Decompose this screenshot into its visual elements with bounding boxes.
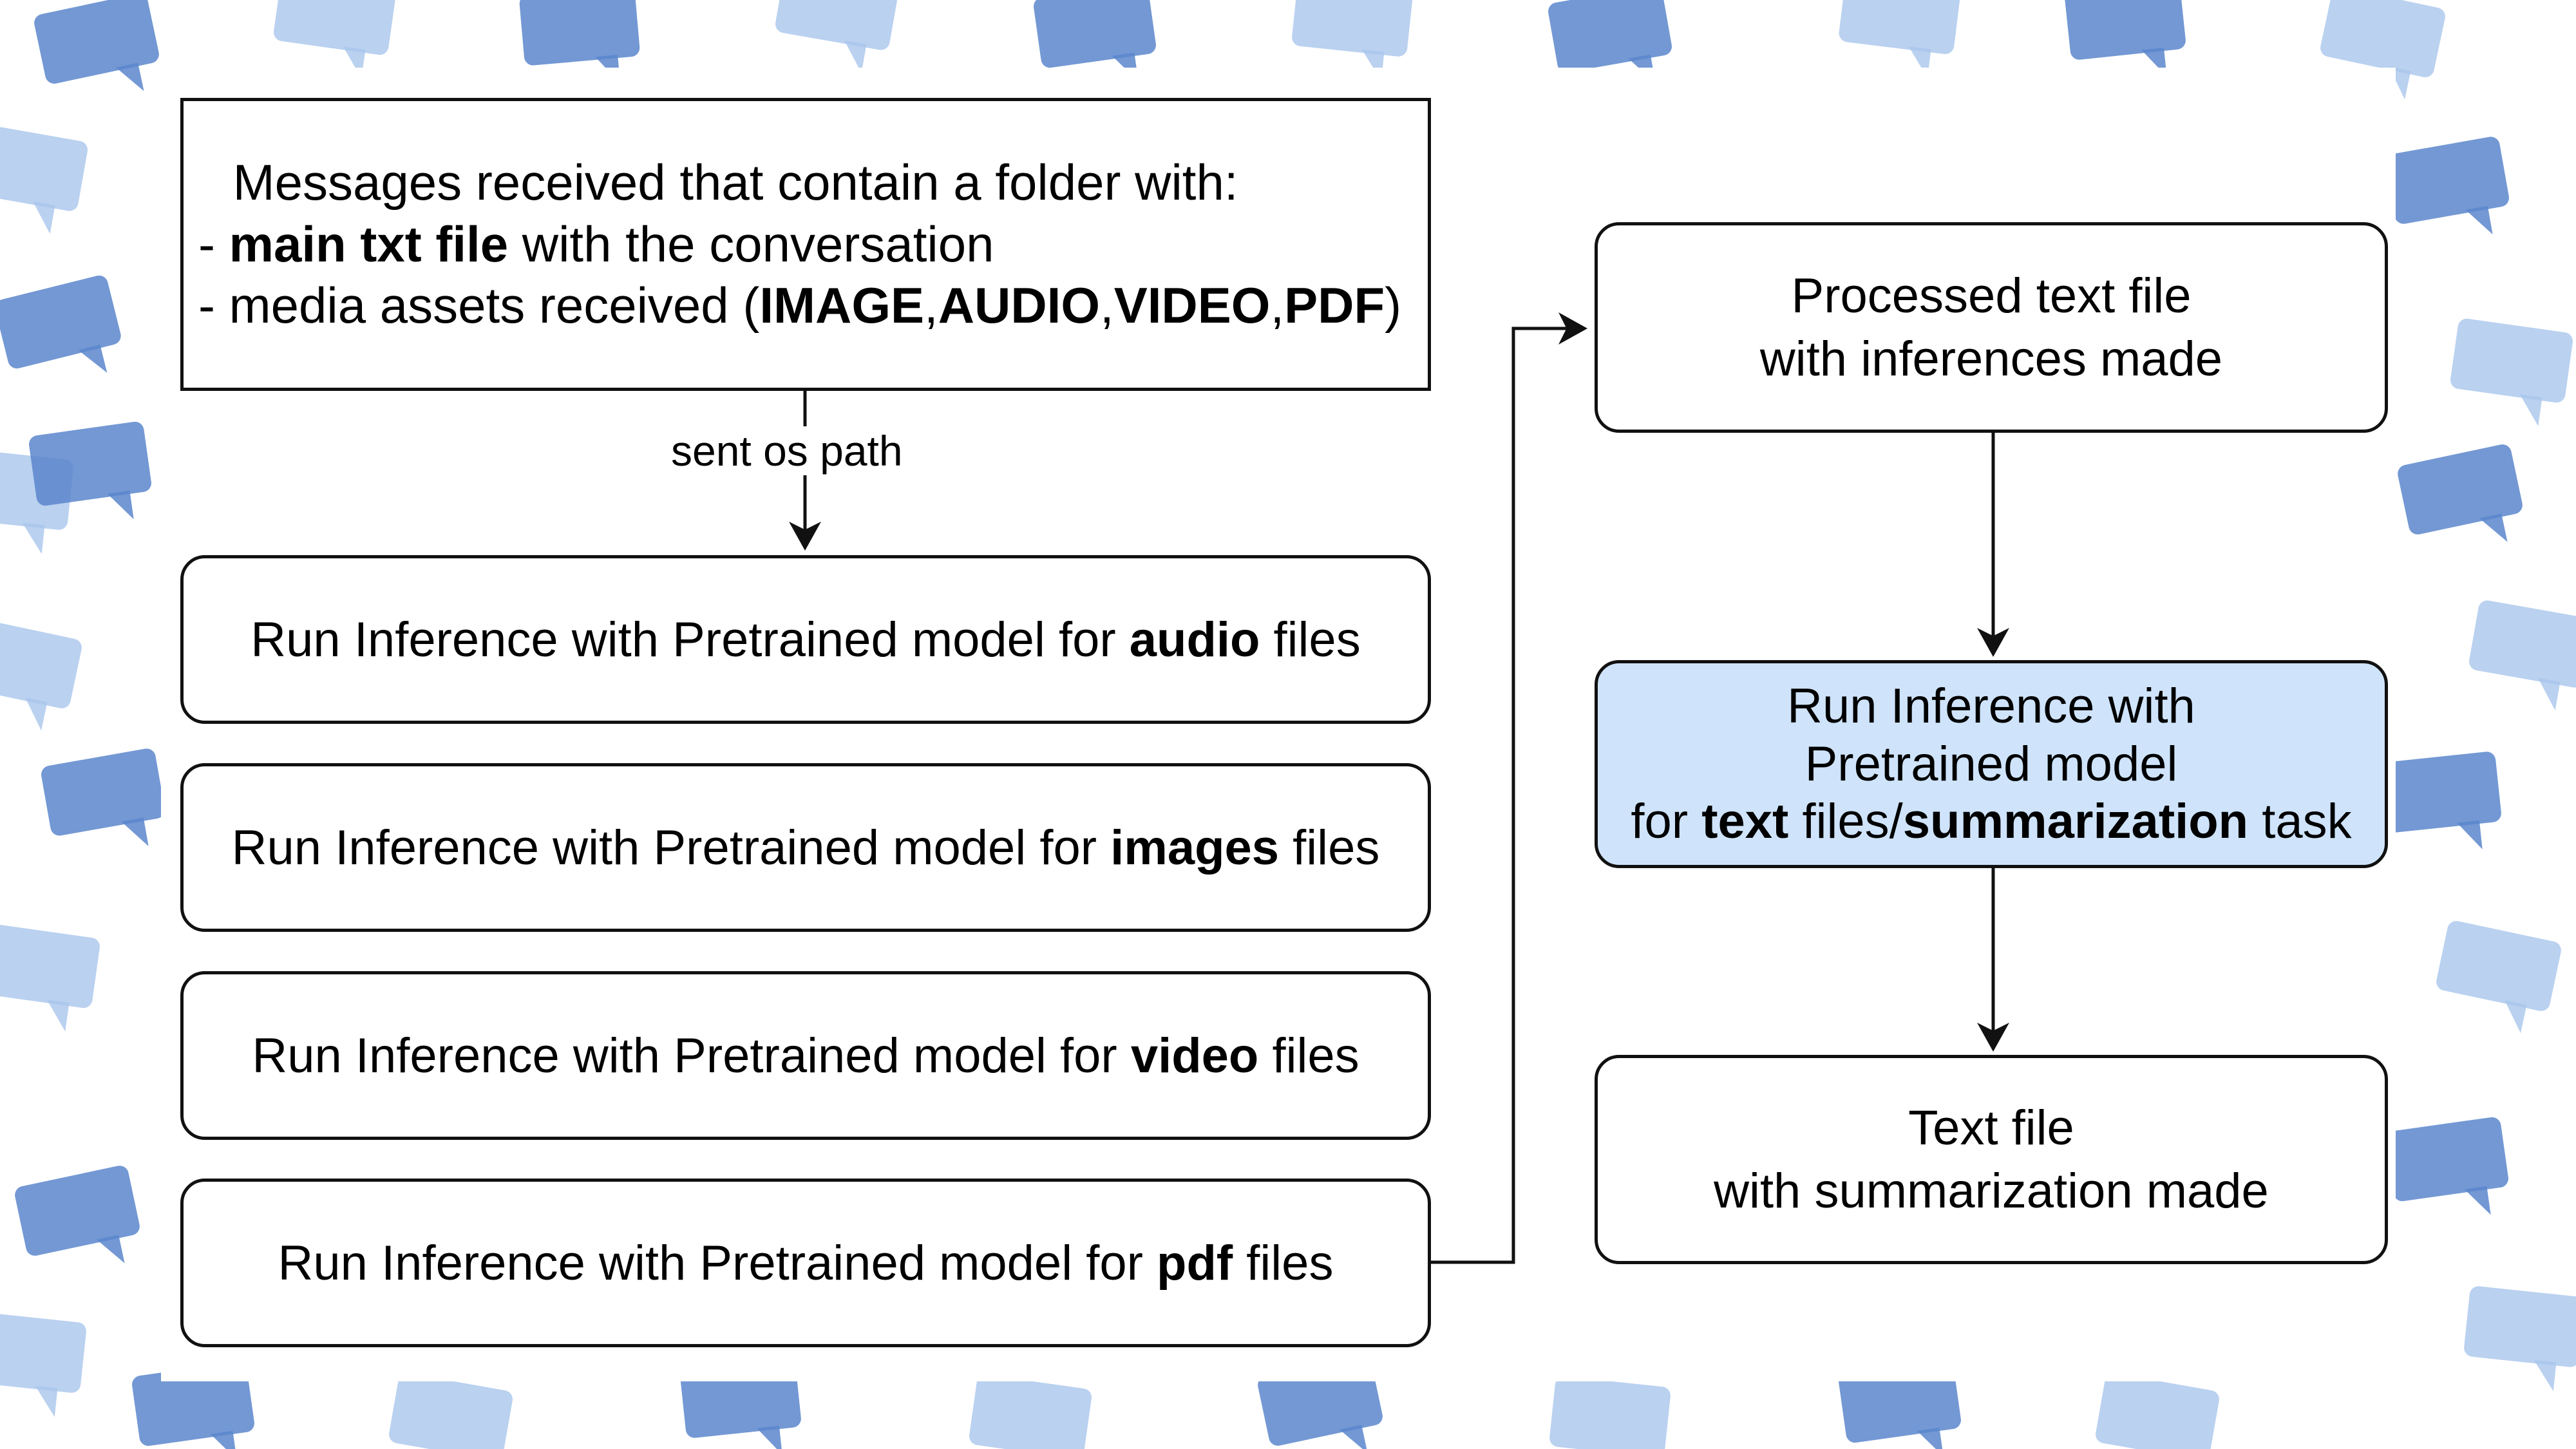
input-line-2-bold: main txt file	[229, 215, 509, 272]
chat-bubble-decoration	[41, 748, 165, 847]
chat-bubble-decoration	[2436, 921, 2561, 1034]
chat-bubble-decoration	[29, 421, 151, 520]
chat-bubble-decoration	[389, 1373, 513, 1449]
audio-inference-prefix: Run Inference with Pretrained model for	[251, 612, 1130, 667]
chat-bubble-decoration	[2464, 1286, 2576, 1392]
output-line-1: Text file	[1908, 1101, 2074, 1156]
input-line-3-prefix: - media assets received (	[198, 277, 760, 334]
media-type-image: IMAGE	[759, 277, 925, 334]
input-line-1-text: Messages received that contain a folder …	[232, 153, 1238, 211]
edge-label-sent-os-path: sent os path	[663, 426, 911, 475]
separator: ,	[1100, 277, 1114, 334]
chat-bubble-decoration	[34, 0, 159, 91]
separator: ,	[1270, 277, 1285, 334]
pdf-inference-prefix: Run Inference with Pretrained model for	[278, 1235, 1157, 1291]
media-type-audio: AUDIO	[938, 277, 1101, 334]
chat-bubble-decoration	[969, 1374, 1092, 1449]
separator: ,	[924, 277, 938, 334]
output-line-2: with summarization made	[1714, 1163, 2269, 1218]
chat-bubble-decoration	[2096, 1373, 2219, 1449]
text-model-line-1: Run Inference with	[1787, 678, 2195, 734]
text-model-line-3-prefix: for	[1631, 794, 1702, 849]
pdf-inference-bold: pdf	[1157, 1235, 1233, 1291]
summarized-text-output-box: Text file with summarization made	[1595, 1055, 2388, 1264]
chat-bubble-decoration	[2450, 318, 2573, 426]
arrow-pdf-to-processed	[1431, 312, 1587, 1264]
audio-inference-bold: audio	[1129, 612, 1260, 667]
audio-inference-box: Run Inference with Pretrained model for …	[180, 555, 1431, 724]
processed-text-box: Processed text file with inferences made	[1595, 222, 2388, 433]
text-model-bold-text: text	[1701, 794, 1789, 849]
chat-bubble-decoration	[2398, 444, 2523, 542]
processed-line-2: with inferences made	[1759, 331, 2223, 386]
chat-bubble-decoration	[0, 124, 88, 234]
chat-bubble-decoration	[775, 0, 899, 73]
input-line-1: Messages received that contain a folder …	[219, 152, 1401, 214]
chat-bubble-decoration	[132, 1361, 254, 1449]
video-inference-bold: video	[1130, 1028, 1259, 1083]
input-line-2-rest: with the conversation	[508, 215, 994, 272]
input-line-3: - media assets received (IMAGE,AUDIO,VID…	[198, 275, 1401, 337]
text-model-line-3-mid: files/	[1788, 794, 1903, 849]
chat-bubble-decoration	[0, 923, 100, 1032]
video-inference-box: Run Inference with Pretrained model for …	[180, 971, 1431, 1140]
input-line-3-end: )	[1385, 277, 1402, 334]
chat-bubble-decoration	[0, 1312, 86, 1417]
pdf-inference-suffix: files	[1233, 1235, 1334, 1291]
input-folder-box: Messages received that contain a folder …	[180, 98, 1431, 391]
text-model-line-2: Pretrained model	[1804, 736, 2178, 791]
pdf-inference-box: Run Inference with Pretrained model for …	[180, 1179, 1431, 1347]
processed-line-1: Processed text file	[1791, 269, 2192, 324]
chat-bubble-decoration	[0, 275, 121, 373]
chat-bubble-decoration	[2380, 752, 2501, 849]
chat-bubble-decoration	[0, 618, 82, 731]
audio-inference-suffix: files	[1260, 612, 1361, 667]
media-type-pdf: PDF	[1284, 277, 1385, 334]
chat-bubble-decoration	[1549, 1376, 1671, 1449]
images-inference-box: Run Inference with Pretrained model for …	[180, 763, 1431, 932]
images-inference-suffix: files	[1279, 820, 1380, 875]
media-type-video: VIDEO	[1113, 277, 1271, 334]
input-folder-text: Messages received that contain a folder …	[198, 152, 1401, 337]
input-line-2-prefix: -	[198, 215, 229, 272]
chat-bubble-decoration	[2386, 1117, 2508, 1215]
text-model-line-3-suffix: task	[2248, 794, 2352, 849]
video-inference-prefix: Run Inference with Pretrained model for	[252, 1028, 1131, 1083]
video-inference-suffix: files	[1258, 1028, 1359, 1083]
images-inference-prefix: Run Inference with Pretrained model for	[231, 820, 1111, 875]
chat-bubble-decoration	[15, 1166, 140, 1264]
images-inference-bold: images	[1110, 820, 1280, 875]
input-line-2: - main txt file with the conversation	[198, 214, 1401, 276]
text-model-line-3: for text files/summarization task	[1631, 793, 2351, 851]
text-model-bold-summarization: summarization	[1902, 794, 2249, 849]
chat-bubble-decoration	[2385, 137, 2509, 235]
text-summarization-model-box: Run Inference with Pretrained model for …	[1595, 660, 2388, 868]
chat-bubble-decoration	[2469, 600, 2576, 711]
